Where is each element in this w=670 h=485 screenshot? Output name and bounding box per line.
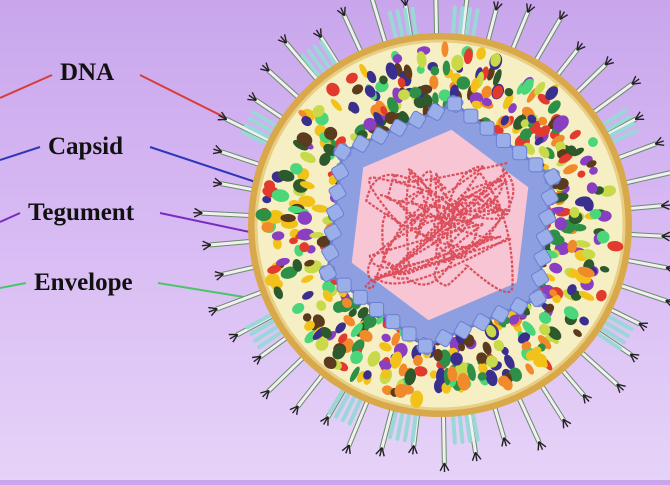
spike-stalk-fill xyxy=(616,144,655,159)
spike-branch xyxy=(321,28,322,37)
spike-stalk-fill xyxy=(535,19,560,62)
glycoprotein-spike-icon xyxy=(193,208,252,217)
glycoprotein-spike-icon xyxy=(487,1,502,43)
spike-stalk-fill xyxy=(286,43,318,81)
spike-stalk-fill xyxy=(261,336,288,356)
glycoprotein-spike-icon xyxy=(440,413,449,472)
spike-stalk-fill xyxy=(618,285,665,301)
spike-stalk-fill xyxy=(518,396,539,441)
spike-stalk-fill xyxy=(494,405,504,438)
glycoprotein-spike-icon xyxy=(556,41,585,77)
glycoprotein-spike-icon xyxy=(290,373,324,415)
tegument-particle xyxy=(433,349,442,361)
glycoprotein-spike-icon xyxy=(618,285,670,307)
capsid-label: Capsid xyxy=(44,134,127,159)
glycoprotein-spike-icon xyxy=(431,0,440,37)
glycoprotein-spike-icon xyxy=(512,3,535,51)
spike-stalk-fill xyxy=(222,152,262,165)
spike-stalk-fill xyxy=(269,71,300,99)
glycoprotein-spike-icon xyxy=(260,63,300,100)
glycoprotein-spike-icon xyxy=(260,356,305,399)
spike-stalk-fill xyxy=(227,119,272,141)
spike-stalk-fill xyxy=(512,12,528,51)
glycoprotein-spike-icon xyxy=(592,76,641,114)
capsomere xyxy=(386,315,400,329)
spike-stalk-fill xyxy=(224,267,257,275)
capsomere xyxy=(353,290,367,304)
glycoprotein-spike-icon xyxy=(561,369,591,404)
dna-leader-line-left xyxy=(0,75,52,98)
spike-stalk-fill xyxy=(541,384,563,419)
spike-stalk-fill xyxy=(298,373,324,406)
capsomere xyxy=(496,133,510,147)
glycoprotein-spike-icon xyxy=(213,145,262,165)
envelope-leader-line xyxy=(158,283,250,298)
spike-stalk-fill xyxy=(345,16,362,54)
spike-stalk-fill xyxy=(211,241,253,245)
spike-stalk-fill xyxy=(487,10,496,43)
tegument-particle xyxy=(441,41,448,57)
spike-branch xyxy=(538,442,539,451)
spike-stalk-fill xyxy=(372,0,386,45)
glycoprotein-spike-icon xyxy=(616,137,664,159)
tegument-label: Tegument xyxy=(24,200,138,225)
glycoprotein-spike-icon xyxy=(494,405,510,446)
glycoprotein-spike-icon xyxy=(625,260,670,273)
capsomere xyxy=(370,302,384,316)
glycoprotein-spike-icon xyxy=(247,92,284,119)
capsomere xyxy=(418,339,432,353)
tegument-leader-line-left xyxy=(0,213,20,222)
glycoprotein-spike-icon xyxy=(605,112,644,136)
glycoprotein-spike-icon xyxy=(541,384,571,428)
glycoprotein-spike-icon xyxy=(202,241,253,250)
dna-label: DNA xyxy=(56,60,118,85)
spike-stalk-fill xyxy=(269,356,305,391)
glycoprotein-spike-icon xyxy=(627,201,670,210)
spike-stalk-fill xyxy=(443,413,444,463)
capsomere xyxy=(513,146,527,160)
capsomere xyxy=(402,327,416,341)
capsomere xyxy=(337,278,351,292)
spike-stalk-fill xyxy=(625,260,666,268)
glycoprotein-spike-icon xyxy=(628,232,670,241)
glycoprotein-spike-icon xyxy=(518,396,546,450)
glycoprotein-spike-icon xyxy=(575,56,614,94)
spike-stalk-fill xyxy=(575,65,605,94)
envelope-leader-line-left xyxy=(0,283,26,288)
glycoprotein-spike-icon xyxy=(623,166,670,183)
capsomere xyxy=(480,121,494,135)
spike-branch xyxy=(345,7,346,16)
spike-stalk-fill xyxy=(561,369,583,395)
spike-stalk-fill xyxy=(623,172,670,183)
glycoprotein-spike-icon xyxy=(365,0,386,45)
spike-branch xyxy=(563,419,564,428)
capsomere xyxy=(464,109,478,123)
envelope-label: Envelope xyxy=(30,270,137,295)
glycoprotein-spike-icon xyxy=(535,10,568,62)
spike-stalk-fill xyxy=(628,234,662,236)
capsomere xyxy=(529,158,543,172)
glycoprotein-spike-icon xyxy=(580,351,626,393)
spike-stalk-fill xyxy=(436,0,437,37)
spike-stalk-fill xyxy=(556,50,577,77)
spike-stalk-fill xyxy=(580,351,617,384)
capsomere xyxy=(448,97,462,111)
capsid-leader-line-left xyxy=(0,147,40,160)
glycoprotein-spike-icon xyxy=(215,267,257,280)
glycoprotein-spike-icon xyxy=(337,7,362,54)
